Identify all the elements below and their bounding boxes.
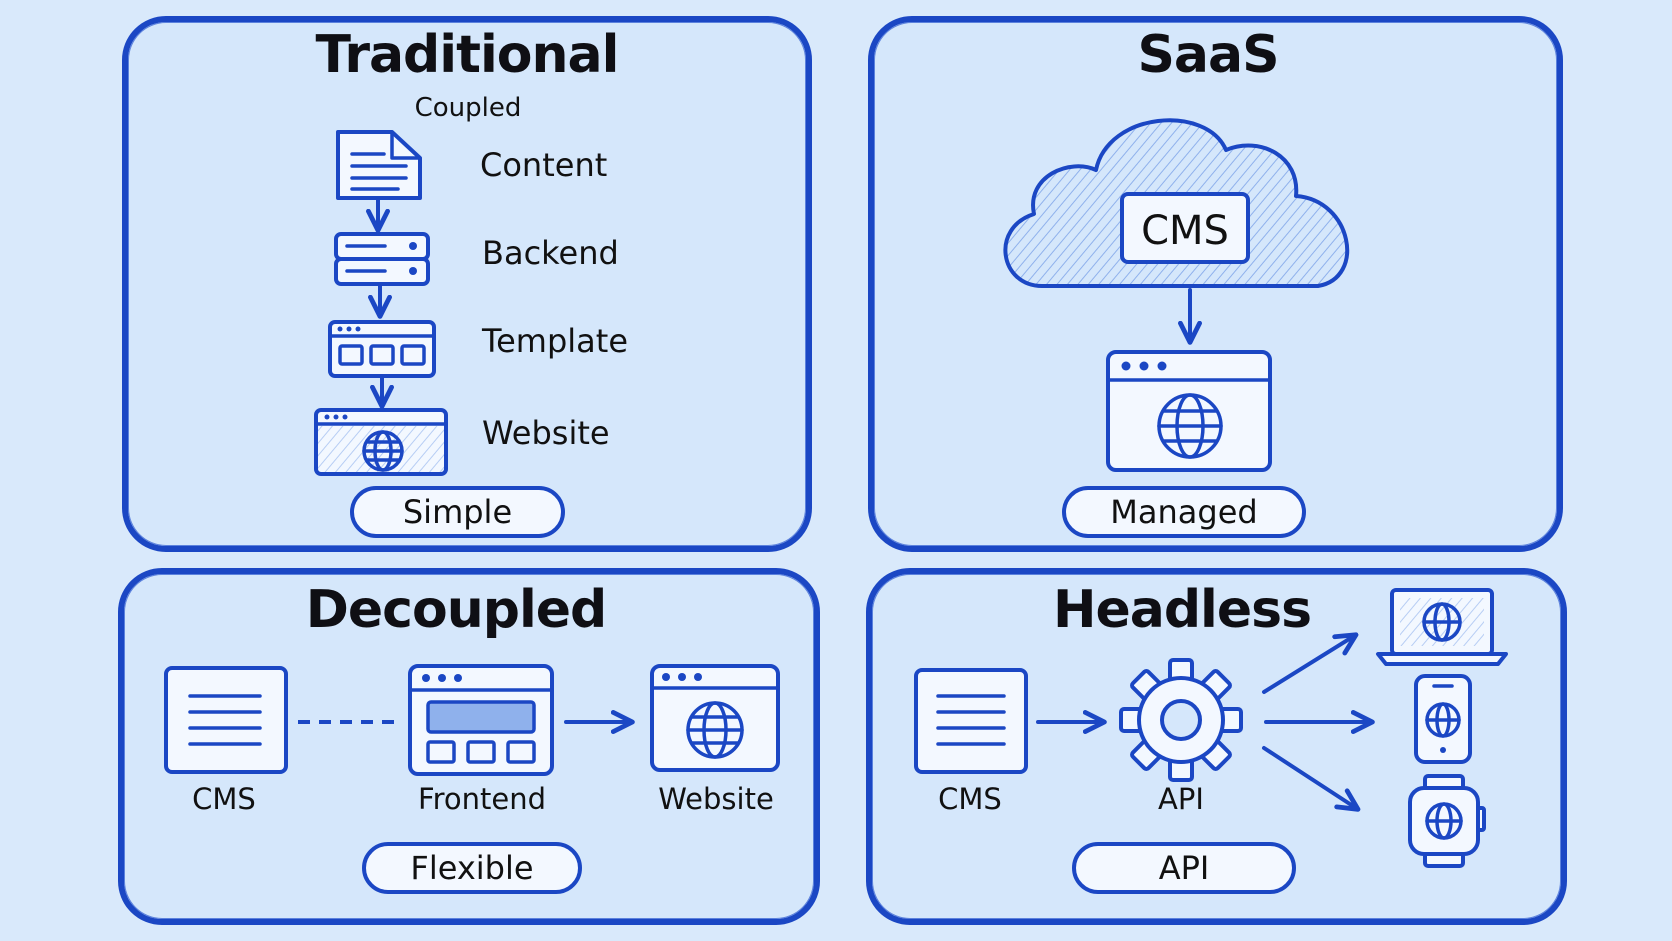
traditional-subtitle: Coupled	[414, 93, 522, 123]
browser-globe-icon	[650, 664, 780, 772]
cloud-cms-label: CMS	[1141, 208, 1229, 254]
gear-icon	[1119, 658, 1243, 782]
headless-title: Headless	[1052, 580, 1312, 640]
flow-arrow-watch	[1262, 746, 1361, 812]
badge-simple: Simple	[350, 486, 565, 538]
document-icon	[336, 130, 422, 200]
node-label-cms: CMS	[192, 782, 256, 816]
server-icon	[334, 232, 430, 286]
saas-title: SaaS	[1137, 25, 1279, 85]
step-label-template: Template	[482, 322, 629, 360]
step-label-website: Website	[482, 414, 610, 452]
badge-api: API	[1072, 842, 1296, 894]
laptop-icon	[1376, 588, 1508, 666]
traditional-title: Traditional	[315, 25, 620, 85]
node-label-website: Website	[658, 782, 774, 816]
node-label-frontend: Frontend	[418, 782, 546, 816]
template-icon	[408, 664, 554, 776]
document-icon	[914, 668, 1028, 774]
browser-globe-icon	[314, 408, 448, 476]
cms-box: CMS	[1120, 192, 1250, 264]
decoupled-title: Decoupled	[305, 580, 608, 640]
flow-arrow-laptop	[1262, 632, 1359, 694]
step-label-backend: Backend	[482, 234, 619, 272]
badge-flexible: Flexible	[362, 842, 582, 894]
step-label-content: Content	[480, 146, 608, 184]
node-label-api: API	[1158, 782, 1204, 816]
badge-managed: Managed	[1062, 486, 1306, 538]
template-icon	[328, 320, 436, 378]
browser-globe-icon	[1106, 350, 1272, 472]
document-icon	[164, 666, 288, 774]
node-label-cms: CMS	[938, 782, 1002, 816]
phone-icon	[1414, 674, 1472, 764]
smartwatch-icon	[1408, 774, 1486, 868]
panel-traditional	[122, 16, 812, 552]
